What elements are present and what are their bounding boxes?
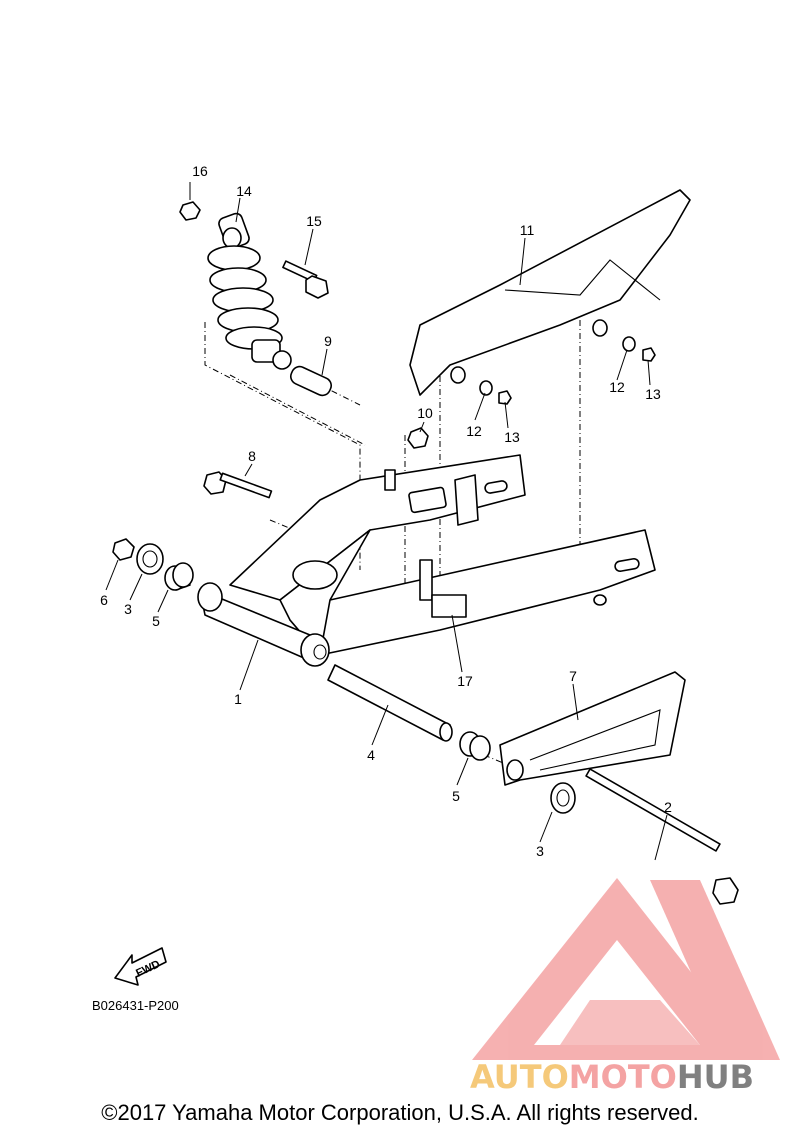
nut-10 xyxy=(407,427,429,449)
callout-15: 15 xyxy=(306,213,322,229)
fwd-arrow-icon: FWD xyxy=(114,947,167,986)
callout-12b: 12 xyxy=(609,379,625,395)
pivot-shaft-4 xyxy=(327,664,453,742)
callout-1: 1 xyxy=(234,691,242,707)
callout-13b: 13 xyxy=(645,386,661,402)
collar-9 xyxy=(289,365,333,397)
bolt-15 xyxy=(282,260,329,299)
callout-16: 16 xyxy=(192,163,208,179)
watermark-auto: AUTO xyxy=(470,1058,569,1096)
callout-5a: 5 xyxy=(152,613,160,629)
callout-10: 10 xyxy=(417,405,433,421)
chain-case-11 xyxy=(409,189,691,396)
watermark-logo xyxy=(472,878,780,1060)
bolt-8 xyxy=(203,471,273,499)
diagram-code: B026431-P200 xyxy=(92,998,179,1013)
swingarm xyxy=(197,454,656,667)
watermark-text: AUTOMOTOHUB xyxy=(470,1058,754,1096)
seal-3-right xyxy=(550,782,576,814)
callout-9: 9 xyxy=(324,333,332,349)
callout-7: 7 xyxy=(569,668,577,684)
watermark-hub: HUB xyxy=(677,1058,754,1096)
callout-6: 6 xyxy=(100,592,108,608)
watermark-moto: MOTO xyxy=(569,1058,677,1096)
callout-14: 14 xyxy=(236,183,252,199)
callout-4: 4 xyxy=(367,747,375,763)
callout-3b: 3 xyxy=(536,843,544,859)
nut-6 xyxy=(112,538,135,561)
washers-12-13 xyxy=(479,336,656,405)
callout-labels: 16 14 15 9 10 8 11 12 13 12 13 6 3 5 1 1… xyxy=(100,163,672,859)
rear-shock xyxy=(207,212,292,370)
callout-12a: 12 xyxy=(466,423,482,439)
bearing-5-right xyxy=(459,731,491,761)
callout-5b: 5 xyxy=(452,788,460,804)
callout-17: 17 xyxy=(457,673,473,689)
bearing-5-left xyxy=(164,562,194,591)
leader-lines xyxy=(105,182,668,861)
callout-3a: 3 xyxy=(124,601,132,617)
chain-guard-7 xyxy=(499,671,686,786)
copyright-notice: ©2017 Yamaha Motor Corporation, U.S.A. A… xyxy=(101,1100,699,1125)
seal-3-left xyxy=(136,543,164,575)
bolt-2 xyxy=(585,768,739,905)
callout-8: 8 xyxy=(248,448,256,464)
callout-11: 11 xyxy=(520,222,535,238)
callout-13a: 13 xyxy=(504,429,520,445)
callout-2: 2 xyxy=(664,799,672,815)
nut-16 xyxy=(179,201,201,221)
